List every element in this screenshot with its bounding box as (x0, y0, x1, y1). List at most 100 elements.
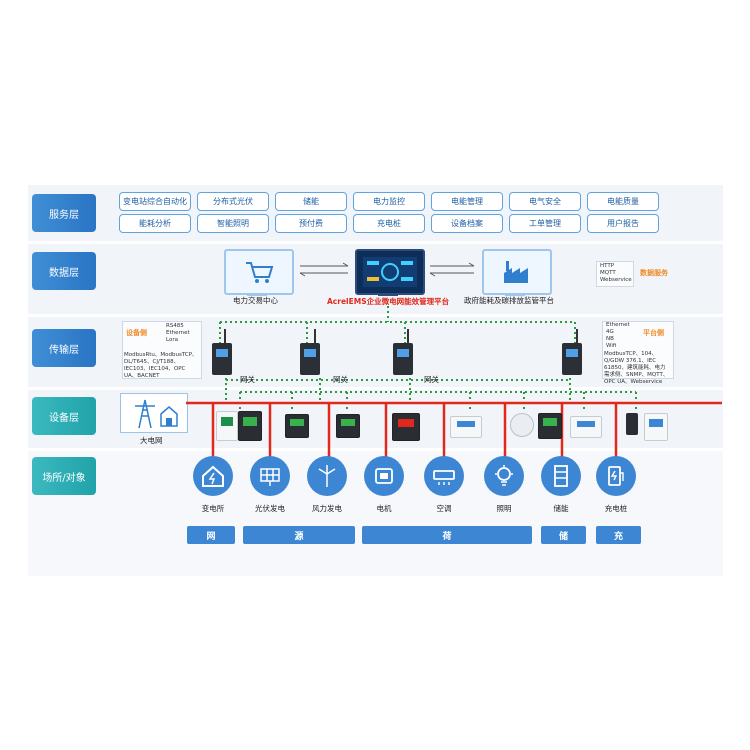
service-item[interactable]: 智能照明 (197, 214, 269, 233)
service-item[interactable]: 电气安全 (509, 192, 581, 211)
sensor-device (510, 413, 534, 437)
service-item[interactable]: 能耗分析 (119, 214, 191, 233)
storage-cabinet-icon (541, 456, 581, 496)
gateway-label: 网关 (424, 375, 439, 384)
data-protocol-2: Webservice (600, 277, 632, 283)
monitor-stand (378, 293, 398, 296)
scene-label: 变电所 (201, 504, 225, 513)
category-grid: 网 (187, 526, 235, 544)
platform-side-title: 平台侧 (643, 329, 664, 337)
antenna-icon (314, 329, 316, 345)
platform-protocol-3: Wifi (606, 343, 617, 349)
service-item[interactable]: 电能管理 (431, 192, 503, 211)
data-protocol-box (596, 261, 634, 287)
layer-label-device: 设备层 (32, 397, 96, 435)
government-monitor (482, 249, 552, 295)
air-conditioner-icon (424, 456, 464, 496)
category-charging: 充 (596, 526, 641, 544)
meter-device (392, 413, 420, 441)
gateway-device (300, 343, 320, 375)
meter-device (644, 413, 668, 441)
trading-center-label: 电力交易中心 (233, 296, 278, 305)
meter-device (450, 416, 482, 438)
antenna-icon (407, 329, 409, 345)
exchange-arrows-icon (429, 262, 475, 277)
scene-label: 光伏发电 (255, 504, 285, 513)
category-storage: 储 (541, 526, 586, 544)
service-item[interactable]: 电力监控 (353, 192, 425, 211)
service-item[interactable]: 充电桩 (353, 214, 425, 233)
data-protocol-0: HTTP (600, 263, 615, 269)
gateway-device (393, 343, 413, 375)
meter-device (216, 411, 238, 441)
substation-icon (193, 456, 233, 496)
device-protocol-0: RS485 (166, 323, 184, 329)
service-item[interactable]: 电能质量 (587, 192, 659, 211)
category-source: 源 (243, 526, 355, 544)
device-side-protocol-box (122, 321, 202, 379)
device-side-title: 设备侧 (126, 329, 147, 337)
trading-center-monitor (224, 249, 294, 295)
layer-label-scene: 场所/对象 (32, 457, 96, 495)
grid-box (120, 393, 188, 433)
platform-title: AcrelEMS企业微电网能效管理平台 (327, 297, 450, 306)
layer-label-data: 数据层 (32, 252, 96, 290)
exchange-arrows-icon (299, 262, 349, 277)
service-item[interactable]: 分布式光伏 (197, 192, 269, 211)
charging-pile-icon (596, 456, 636, 496)
layer-label-transport: 传输层 (32, 329, 96, 367)
service-item[interactable]: 工单管理 (509, 214, 581, 233)
service-item[interactable]: 变电站综合自动化 (119, 192, 191, 211)
lighting-icon (484, 456, 524, 496)
scene-label: 照明 (496, 504, 512, 513)
gateway-device (212, 343, 232, 375)
antenna-icon (576, 329, 578, 345)
meter-device (336, 414, 360, 438)
device-protocol-2: Lora (166, 337, 178, 343)
platform-protocol-0: Ethernet (606, 322, 630, 328)
service-item[interactable]: 用户报告 (587, 214, 659, 233)
solar-panel-icon (250, 456, 290, 496)
shopping-cart-icon (246, 262, 274, 283)
data-service-label: 数据服务 (640, 269, 668, 277)
dashboard-icon (363, 257, 417, 287)
wind-turbine-icon (307, 456, 347, 496)
power-tower-icon (135, 399, 178, 429)
data-protocol-1: MQTT (600, 270, 616, 276)
scene-label: 电机 (376, 504, 392, 513)
platform-side-protocol-box (602, 321, 674, 379)
scene-label: 储能 (553, 504, 569, 513)
platform-protocol-1: 4G (606, 329, 614, 335)
meter-device (238, 411, 262, 441)
antenna-icon (224, 329, 226, 345)
device-protocols-detail: ModbusRtu、ModbusTCP、DL/T645、CJ/T188、IEC1… (124, 352, 198, 379)
monitor-stand (505, 293, 525, 296)
scene-label: 空调 (436, 504, 452, 513)
grid-label: 大电网 (140, 436, 163, 445)
meter-device (570, 416, 602, 438)
factory-icon (504, 261, 528, 283)
government-platform-label: 政府能耗及碳排放监管平台 (464, 296, 554, 305)
gateway-label: 网关 (333, 375, 348, 384)
service-item[interactable]: 储能 (275, 192, 347, 211)
scene-label: 充电桩 (604, 504, 628, 513)
platform-protocol-2: NB (606, 336, 614, 342)
category-load: 荷 (362, 526, 532, 544)
platform-monitor (355, 249, 425, 295)
service-item[interactable]: 设备档案 (431, 214, 503, 233)
motor-icon (364, 456, 404, 496)
layer-label-service: 服务层 (32, 194, 96, 232)
platform-protocols-detail: ModbusTCP、104、Q/GDW 376.1、IEC 61850、建筑能耗… (604, 351, 669, 385)
service-item[interactable]: 预付费 (275, 214, 347, 233)
meter-device (285, 414, 309, 438)
meter-device (538, 413, 562, 439)
device-protocol-1: Ethernet (166, 330, 190, 336)
gateway-device (562, 343, 582, 375)
plug-device (626, 413, 638, 435)
monitor-stand (247, 293, 267, 296)
gateway-label: 网关 (240, 375, 255, 384)
scene-label: 风力发电 (312, 504, 342, 513)
